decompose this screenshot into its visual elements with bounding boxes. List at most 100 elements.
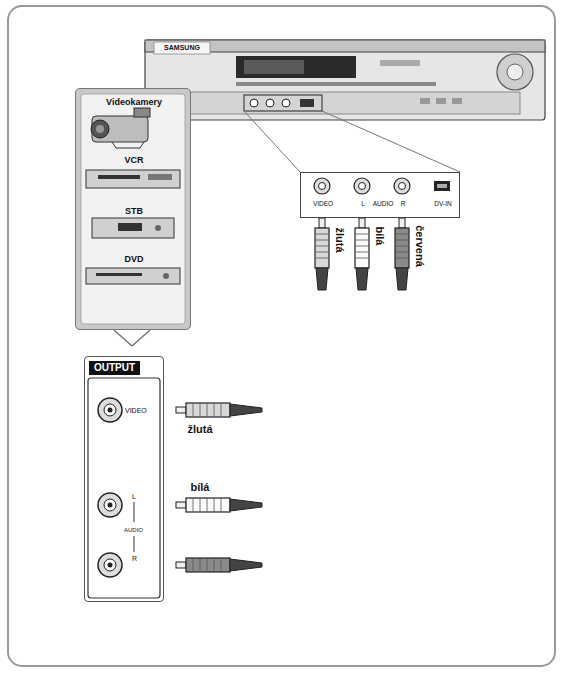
stb-icon [118, 223, 142, 231]
dvd-player-icon [96, 273, 142, 276]
callout-funnel [114, 330, 132, 346]
input-panel-face [437, 184, 447, 188]
source-devices-panel: VideokameryVCR STB DVD [75, 88, 191, 330]
rca-plugs [176, 558, 262, 572]
dvd-player-icon [163, 273, 169, 279]
stb-icon [92, 218, 174, 238]
output-panel-face [108, 503, 113, 508]
jack-label: VIDEO [125, 407, 147, 415]
camcorder-icon [91, 108, 150, 148]
dvd-recorder [160, 92, 520, 114]
rca-plugs [176, 498, 262, 512]
output-panel-face [104, 559, 116, 571]
jack-label: AUDIO [124, 527, 143, 534]
vcr-icon [98, 175, 140, 179]
jack-label: R [401, 200, 406, 207]
input-panel-face [394, 178, 410, 194]
output-panel-face [84, 356, 164, 602]
cable-color: žlutá [187, 423, 212, 435]
dvd-player-icon [86, 268, 180, 284]
output-panel: OUTPUT VIDEO L AUDIO R [84, 356, 164, 602]
output-panel-face [98, 398, 122, 422]
output-panel-face [108, 563, 113, 568]
stb-icon [92, 218, 174, 238]
outer-frame [8, 6, 555, 666]
jack-label: AUDIO [373, 200, 394, 207]
source-panel-face [75, 88, 191, 330]
stb-icon [155, 225, 161, 231]
brand-logo: SAMSUNG [164, 44, 200, 52]
output-panel-face [84, 356, 164, 602]
input-panel-face [300, 172, 460, 218]
device-name: VCR [124, 155, 143, 165]
output-panel-face [88, 378, 160, 598]
dvd-player-icon [86, 268, 180, 284]
input-panel-face [354, 178, 370, 194]
dvd-recorder [250, 99, 258, 107]
vcr-icon [86, 170, 180, 188]
panel-heading: OUTPUT [89, 361, 140, 375]
cable-color: žlutá [334, 227, 346, 252]
dvd-recorder [420, 98, 430, 104]
dvd-recorder [244, 60, 304, 74]
cable-color: bílá [374, 227, 386, 246]
dvd-recorder [452, 98, 462, 104]
input-panel-face [314, 178, 330, 194]
output-panel-face [108, 408, 113, 413]
vcr-icon [148, 174, 172, 180]
rca-plugs [176, 403, 262, 417]
dvd-recorder [282, 99, 290, 107]
output-panel-face [104, 404, 116, 416]
zoom-lines [244, 111, 300, 172]
dvd-recorder [154, 42, 210, 54]
output-panel-face [98, 553, 122, 577]
device-name: STB [125, 206, 143, 216]
input-panel-face [300, 172, 460, 218]
zoom-lines [322, 111, 460, 172]
dvd-recorder [145, 40, 545, 120]
dvd-recorder [244, 95, 322, 111]
device-name: Videokamery [106, 97, 162, 107]
input-panel-face [359, 183, 366, 190]
jack-label: VIDEO [313, 200, 333, 207]
input-panel: VIDEO L AUDIO R DV-IN [300, 172, 460, 218]
cable-color: červená [414, 225, 426, 267]
output-panel-face [104, 499, 116, 511]
zoom-lines [244, 111, 460, 172]
camcorder-icon [96, 125, 104, 133]
callout-funnel [114, 330, 150, 346]
dvd-recorder [145, 40, 545, 120]
vcr-icon [86, 170, 180, 188]
device-name: DVD [124, 254, 143, 264]
output-panel-face [134, 536, 135, 552]
jack-label: R [132, 555, 137, 563]
input-panel-face [399, 183, 406, 190]
rca-plugs [395, 218, 409, 290]
source-panel-face [75, 88, 191, 330]
jack-label: L [132, 493, 136, 501]
input-panel-face [319, 183, 326, 190]
rca-plugs [315, 218, 329, 290]
camcorder-icon [112, 142, 144, 148]
output-panel-face [134, 502, 135, 522]
jack-label: L [361, 200, 365, 207]
rca-plugs [176, 218, 409, 572]
jack-label: DV-IN [434, 200, 451, 207]
cable-color: bílá [191, 481, 210, 493]
dvd-recorder [497, 54, 533, 90]
dvd-recorder [507, 64, 523, 80]
dvd-recorder [300, 99, 314, 107]
output-panel-face [98, 493, 122, 517]
camcorder-icon [134, 108, 150, 117]
input-panel-face [434, 181, 450, 191]
source-panel-face [81, 94, 185, 324]
rca-plugs [355, 218, 369, 290]
callout-funnel [132, 330, 150, 346]
camcorder-icon [91, 120, 109, 138]
dvd-recorder [380, 60, 420, 66]
dvd-recorder [266, 99, 274, 107]
dvd-recorder [236, 56, 356, 78]
dvd-recorder [236, 82, 436, 86]
camcorder-icon [92, 116, 148, 142]
